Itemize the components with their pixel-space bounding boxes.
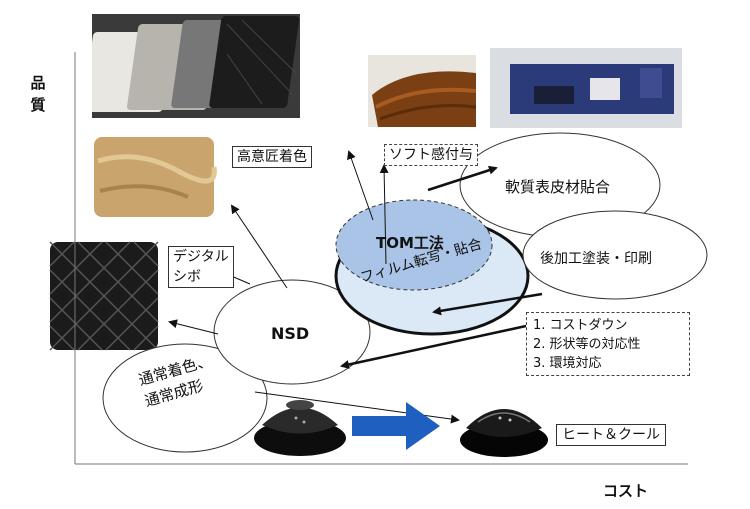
- soft-feel-tag: ソフト感付与: [384, 144, 478, 166]
- arrow-post-to-film: [432, 292, 543, 316]
- arrow-benefits-to-nsd: [340, 324, 527, 369]
- arrow-nsd-to-quilted: [168, 319, 219, 335]
- benefits-box: 1. コストダウン 2. 形状等の対応性 3. 環境対応: [526, 312, 690, 376]
- high-design-tag: 高意匠着色: [232, 146, 312, 168]
- arrow-tom-to-soft-feel: [347, 150, 374, 221]
- x-axis-label: コスト: [603, 482, 649, 500]
- dashboard-part-photo: [490, 48, 682, 128]
- benefit-item: 2. 形状等の対応性: [533, 337, 641, 352]
- nsd-bubble: [213, 279, 371, 385]
- benefit-item: 1. コストダウン: [533, 318, 628, 333]
- nsd-label: NSD: [271, 324, 310, 343]
- process-arrow: [352, 402, 440, 450]
- y-axis-label: 品 質: [30, 74, 46, 114]
- arrow-nsd-to-high-design: [230, 204, 288, 289]
- leather-samples-photo: [92, 14, 300, 118]
- tom-bubble: [335, 199, 493, 291]
- post-process-bubble: [522, 210, 708, 300]
- normal-bubble: [102, 343, 268, 453]
- soft-skin-label: 軟質表皮材貼合: [505, 178, 611, 196]
- digital-emboss-tag: デジタル シボ: [168, 246, 234, 288]
- arrow-to-soft-skin: [427, 165, 498, 192]
- heat-cool-tag: ヒート＆クール: [556, 424, 666, 446]
- wood-panel-photo: [368, 55, 476, 127]
- quilted-panel-photo: [48, 240, 160, 352]
- stone-texture-photo: [88, 131, 220, 221]
- arrow-film-to-soft-feel: [379, 164, 389, 265]
- benefit-item: 3. 環境対応: [533, 356, 602, 371]
- molded-part-right: [460, 409, 548, 457]
- tom-label: TOM工法: [376, 234, 444, 252]
- post-process-label: 後加工塗装・印刷: [540, 251, 652, 267]
- molded-part-left: [254, 400, 346, 456]
